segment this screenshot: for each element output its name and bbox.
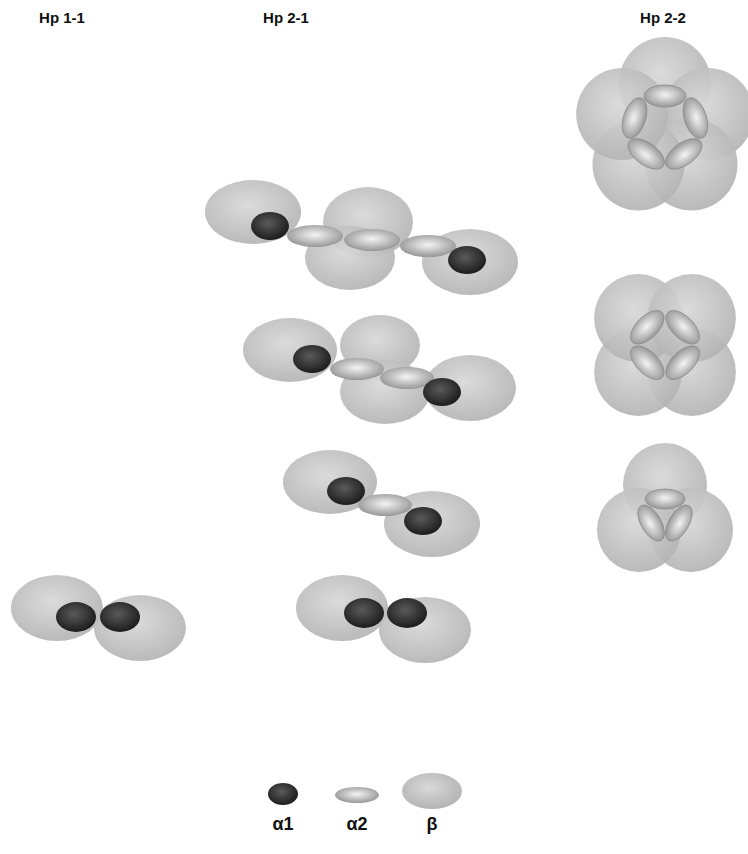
hp22-trimer [597,443,733,572]
legend-label: α1 [272,815,293,835]
hp22-pentamer [576,37,748,210]
legend-samples [268,773,462,809]
alpha1-sample [268,783,298,805]
column-heading: Hp 2-1 [263,10,309,27]
alpha2-sample [335,787,379,803]
hp21-dimer-a2 [283,450,480,557]
beta-sample [402,773,462,809]
column-heading: Hp 2-2 [640,10,686,27]
hp21-dimer-a1 [296,575,471,663]
column-heading: Hp 1-1 [39,10,85,27]
legend-label: α2 [346,815,367,835]
hp21-tetramer [205,180,518,295]
hp21-trimer [243,315,516,424]
hp11-dimer [11,575,186,661]
legend-label: β [427,815,438,835]
hp22-tetramer [594,274,736,416]
